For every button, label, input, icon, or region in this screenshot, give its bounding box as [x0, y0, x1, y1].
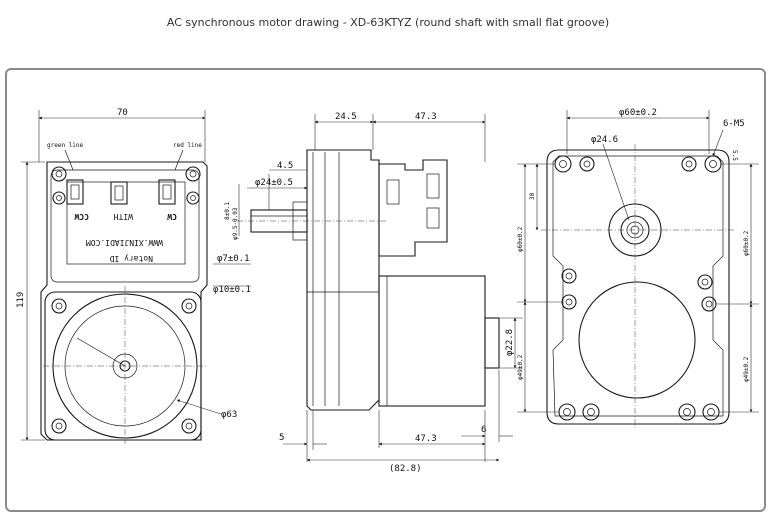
dim-49-left: φ49±0.2 [517, 354, 524, 380]
rear-hole-ml2 [561, 294, 577, 310]
dim-60-top: φ60±0.2 [619, 108, 657, 118]
wire-red-label: red line [173, 142, 202, 149]
flange-screw-tr [181, 298, 197, 314]
rear-hole-tl [554, 155, 572, 173]
dim-49-right: φ49±0.2 [743, 356, 750, 382]
gearbox-cover [50, 169, 200, 283]
terminal-box-side [378, 159, 448, 257]
rear-view: φ60±0.2 6-M5 5.5 φ24.6 [517, 108, 759, 430]
drawing-frame: 70 119 green line red line [5, 68, 766, 512]
label-plate [66, 181, 186, 265]
dim-10-pm01: φ10±0.1 [213, 285, 251, 295]
dim-7-pm01: φ7±0.1 [217, 254, 250, 264]
motor-rear-boss [484, 317, 500, 369]
label-with: WITH [114, 212, 133, 221]
page-title: AC synchronous motor drawing - XD-63KTYZ… [166, 16, 610, 29]
label-url: WWW.XINJIADI.COM [86, 238, 163, 247]
flange-screw-br [181, 418, 197, 434]
dim-height: 119 [16, 292, 26, 308]
dim-9-5: φ9.5-0.03 [232, 207, 239, 240]
rear-motor-circle [578, 281, 696, 399]
dim-24-pm05: φ24±0.5 [255, 178, 293, 188]
dim-5: 5 [279, 433, 284, 443]
front-view: 70 119 green line red line [16, 108, 237, 444]
rear-hole-tr [704, 155, 722, 173]
terminal-ccw [66, 179, 84, 205]
screw-mid-left [52, 191, 66, 205]
technical-drawing: 70 119 green line red line [16, 108, 759, 474]
screw-top-right [185, 166, 201, 182]
rear-hole-mr1 [697, 274, 713, 290]
dim-30: 30 [529, 192, 536, 200]
label-ccw: CCW [74, 212, 89, 221]
dim-47-3-top: 47.3 [415, 112, 437, 122]
rear-hole-bl [558, 403, 576, 421]
side-view: 24.5 47.3 φ22.8 4.5 φ24±0.5 φ9.5- [213, 112, 523, 474]
rear-housing [546, 149, 730, 425]
dim-width: 70 [117, 108, 128, 118]
rear-hole-bl2 [582, 403, 600, 421]
dim-60-left: φ60±0.2 [517, 226, 524, 252]
dim-diameter-63: φ63 [221, 410, 237, 420]
rear-hole-ml1 [561, 268, 577, 284]
rear-hole-tr2 [681, 156, 697, 172]
dim-6: 6 [481, 425, 486, 435]
label-cw: CW [167, 212, 177, 221]
terminal-cw [158, 179, 176, 205]
terminal-with [110, 181, 128, 205]
dim-6-m5: 6-M5 [723, 119, 745, 129]
dim-24-6: φ24.6 [591, 135, 618, 145]
dim-47-3-bottom: 47.3 [415, 434, 437, 444]
rear-hole-br2 [678, 403, 696, 421]
dim-60-right: φ60±0.2 [743, 230, 750, 256]
dim-5-5: 5.5 [731, 150, 738, 161]
screw-top-left [51, 166, 67, 182]
label-notary: Notary ID [109, 254, 153, 263]
flange-screw-tl [51, 298, 67, 314]
dim-4-5: 4.5 [277, 161, 293, 171]
motor-body-side [378, 275, 486, 407]
rear-hole-mr2 [701, 296, 717, 312]
dim-22-8: φ22.8 [505, 329, 515, 356]
rear-hole-br [702, 403, 720, 421]
dim-82-8: (82.8) [389, 464, 422, 474]
dim-8-pm01: 8±0.1 [224, 202, 231, 220]
wire-green-label: green line [47, 142, 84, 149]
gearbox-side [306, 149, 380, 411]
gearbox-housing [40, 161, 208, 441]
rear-hole-tl2 [579, 156, 595, 172]
screw-mid-right [186, 191, 200, 205]
dim-24-5: 24.5 [335, 112, 357, 122]
flange-screw-bl [51, 418, 67, 434]
